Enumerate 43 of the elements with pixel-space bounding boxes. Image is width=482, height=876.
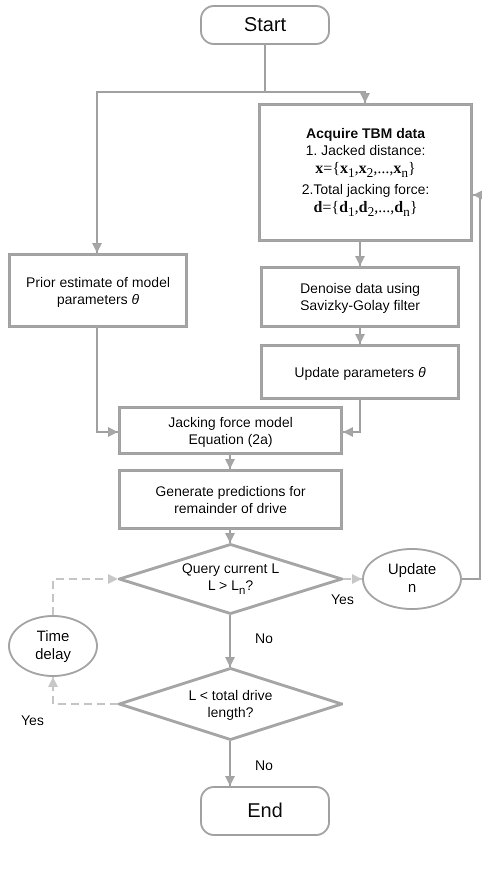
arrow	[225, 741, 235, 786]
arrow	[225, 615, 235, 667]
node-text: Update n	[386, 561, 438, 597]
node-text: x={x$_{1}$,x$_{2}$,...,x$_{n}$}	[315, 158, 416, 181]
node-text: Jacking force model Equation (2a)	[167, 414, 294, 448]
node-text: L > L$_{n}$?	[208, 577, 254, 598]
dashed-arrow	[52, 574, 118, 615]
process-box	[260, 344, 460, 400]
arrow	[96, 328, 118, 437]
node-text: L < total drive length?	[188, 687, 274, 721]
arrow	[225, 455, 235, 469]
process-box	[260, 266, 460, 328]
node-text: d={d$_{1}$,d$_{2}$,...,d$_{n}$}	[313, 198, 418, 220]
process-box	[8, 253, 188, 328]
arrow	[355, 242, 365, 266]
edge-label: No	[254, 631, 274, 646]
node-text: 1. Jacked distance:	[306, 142, 426, 159]
node-text: 2.Total jacking force:	[302, 180, 430, 198]
process-box	[118, 469, 343, 530]
arrow	[264, 45, 370, 103]
edge-label: Yes	[20, 713, 45, 728]
node-text: Start	[244, 13, 286, 37]
node-text: End	[247, 799, 283, 823]
node-text: Time delay	[34, 628, 72, 664]
arrow	[355, 328, 365, 344]
process-box	[258, 103, 473, 242]
edge-label: Yes	[330, 592, 355, 608]
arrow	[343, 400, 361, 437]
node-text: Update parameters θ	[294, 364, 426, 380]
terminal-box	[200, 786, 330, 836]
decision-diamond	[118, 667, 343, 741]
terminal-box	[200, 5, 330, 45]
edge-label: No	[254, 758, 274, 774]
node-text: Generate predictions for remainder of drive	[154, 482, 307, 516]
node-text: Denoise data using Savizky-Golay filter	[299, 280, 421, 314]
arrow	[462, 190, 482, 580]
node-text: Prior estimate of model parameters θ	[25, 274, 171, 308]
dashed-arrow	[343, 574, 362, 584]
box-heading: Acquire TBM data	[306, 125, 425, 142]
process-box	[118, 406, 343, 455]
dashed-arrow	[48, 677, 118, 705]
arrow	[225, 530, 235, 543]
node-text: Query current L	[182, 560, 280, 577]
